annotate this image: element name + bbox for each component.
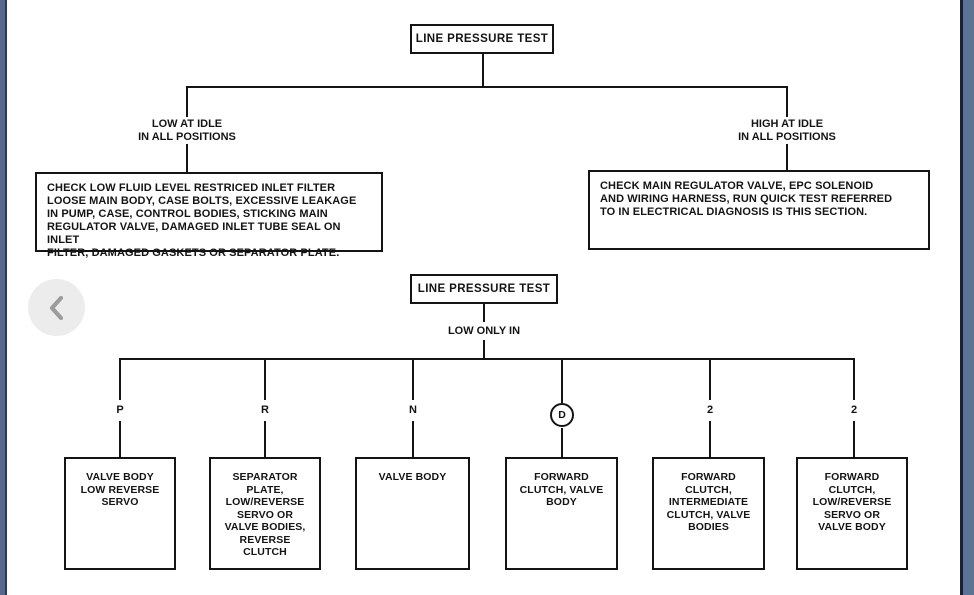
result-box-2b: FORWARD CLUTCH, LOW/REVERSE SERVO OR VAL… [796, 457, 908, 570]
connector-line [186, 86, 188, 117]
connector-line [561, 358, 563, 403]
condition-high-at-idle: HIGH AT IDLE IN ALL POSITIONS [738, 118, 836, 143]
prev-button[interactable] [28, 279, 85, 336]
connector-line [561, 428, 563, 457]
result-box-p: VALVE BODY LOW REVERSE SERVO [64, 457, 176, 570]
connector-line [483, 304, 485, 322]
connector-line [119, 421, 121, 457]
connector-line [853, 421, 855, 457]
gear-label-d: D [558, 409, 566, 421]
result-box-n: VALVE BODY [355, 457, 470, 570]
condition-low-at-idle: LOW AT IDLE IN ALL POSITIONS [138, 118, 236, 143]
connector-line [709, 358, 711, 400]
connector-line [709, 421, 711, 457]
connector-line [786, 144, 788, 170]
gear-label-2a: 2 [706, 404, 714, 416]
connector-line [119, 358, 121, 400]
result-box-2a: FORWARD CLUTCH, INTERMEDIATE CLUTCH, VAL… [652, 457, 765, 570]
result-box-low-at-idle: CHECK LOW FLUID LEVEL RESTRICED INLET FI… [35, 172, 383, 259]
connector-line [786, 86, 788, 117]
connector-line [186, 144, 188, 172]
line-pressure-test-root-box: LINE PRESSURE TEST [410, 24, 554, 54]
gear-label-p: P [116, 404, 124, 416]
connector-line [483, 340, 485, 358]
connector-line [264, 358, 266, 400]
left-edge-band [0, 0, 7, 595]
connector-line [412, 358, 414, 400]
chevron-left-icon [49, 295, 63, 320]
gear-label-r: R [261, 404, 269, 416]
connector-line [186, 86, 788, 88]
connector-line [482, 54, 484, 86]
result-box-r: SEPARATOR PLATE, LOW/REVERSE SERVO OR VA… [209, 457, 321, 570]
condition-low-only-in: LOW ONLY IN [447, 325, 521, 337]
result-box-d: FORWARD CLUTCH, VALVE BODY [505, 457, 618, 570]
result-box-high-at-idle: CHECK MAIN REGULATOR VALVE, EPC SOLENOID… [588, 170, 930, 250]
connector-line [119, 358, 855, 360]
right-edge-band [960, 0, 974, 595]
connector-line [412, 421, 414, 457]
connector-line [853, 358, 855, 400]
gear-label-2b: 2 [850, 404, 858, 416]
gear-label-n: N [409, 404, 417, 416]
gear-label-d-circle: D [550, 403, 574, 427]
line-pressure-test-root-box-2: LINE PRESSURE TEST [410, 274, 558, 304]
connector-line [264, 421, 266, 457]
